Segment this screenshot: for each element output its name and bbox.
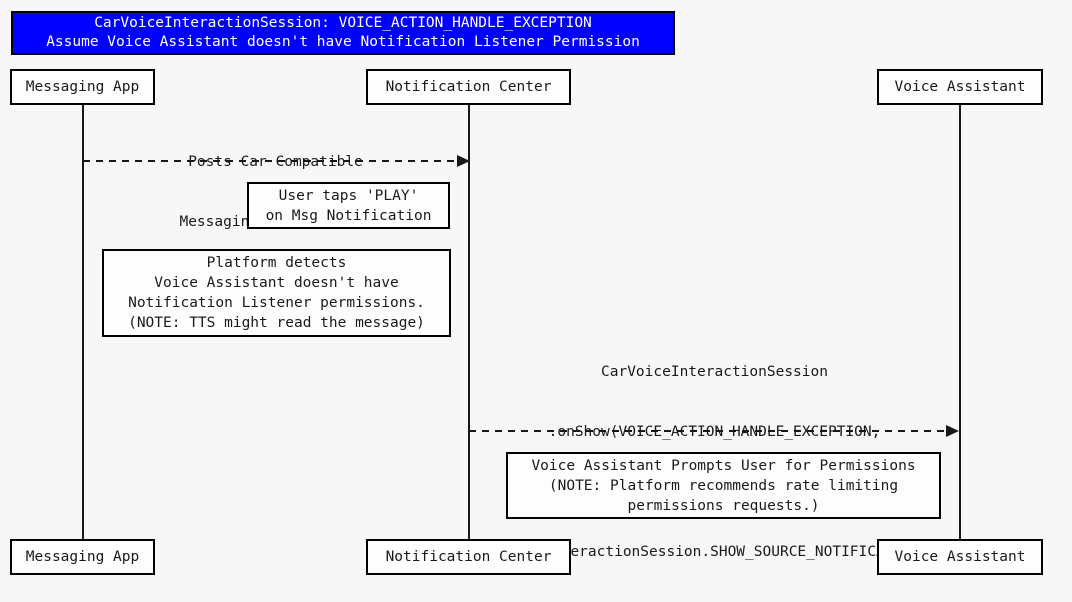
participant-label-voice-assistant: Voice Assistant	[894, 79, 1026, 95]
participant-footer-box-voice-assistant[interactable]: Voice Assistant	[877, 539, 1043, 575]
participant-label-notification-center: Notification Center	[385, 79, 552, 95]
participant-box-messaging-app[interactable]: Messaging App	[10, 69, 155, 105]
note-va-prompts-line-1: Voice Assistant Prompts User for Permiss…	[531, 457, 916, 474]
participant-footer-box-notification-center[interactable]: Notification Center	[366, 539, 571, 575]
participant-footer-label-messaging-app: Messaging App	[25, 549, 140, 565]
message-arrow-on-show-call	[469, 425, 959, 437]
participant-box-notification-center[interactable]: Notification Center	[366, 69, 571, 105]
lifeline-messaging-app	[82, 104, 84, 539]
message-label-on-show-line-2: .onShow(VOICE_ACTION_HANDLE_EXCEPTION,	[548, 424, 881, 440]
note-platform-detects-line-3: Notification Listener permissions.	[128, 295, 425, 311]
note-va-prompts-line-2: (NOTE: Platform recommends rate limiting	[548, 477, 899, 494]
message-label-on-show-line-1: CarVoiceInteractionSession	[601, 364, 828, 380]
participant-footer-label-voice-assistant: Voice Assistant	[894, 549, 1026, 565]
note-user-taps-play-line-2: on Msg Notification	[265, 207, 432, 224]
note-va-prompts-line-3: permissions requests.)	[627, 497, 820, 514]
participant-label-messaging-app: Messaging App	[25, 79, 140, 95]
message-label-on-show-line-4: VoiceInteractionSession.SHOW_SOURCE_NOTI…	[500, 544, 929, 560]
diagram-title-line-2: Assume Voice Assistant doesn't have Noti…	[46, 34, 640, 50]
participant-footer-label-notification-center: Notification Center	[385, 549, 552, 565]
note-user-taps-play: User taps 'PLAY' on Msg Notification	[247, 182, 450, 229]
lifeline-voice-assistant	[959, 104, 961, 539]
note-platform-detects-permissions: Platform detects Voice Assistant doesn't…	[102, 249, 451, 337]
note-platform-detects-line-1: Platform detects	[206, 255, 347, 271]
note-voice-assistant-prompts-user: Voice Assistant Prompts User for Permiss…	[506, 452, 941, 519]
participant-footer-box-messaging-app[interactable]: Messaging App	[10, 539, 155, 575]
note-platform-detects-line-2: Voice Assistant doesn't have	[154, 275, 399, 291]
note-user-taps-play-line-1: User taps 'PLAY'	[278, 187, 419, 204]
message-arrow-posts-car-compatible-notification	[83, 155, 470, 167]
diagram-title-line-1: CarVoiceInteractionSession: VOICE_ACTION…	[94, 15, 592, 31]
participant-box-voice-assistant[interactable]: Voice Assistant	[877, 69, 1043, 105]
lifeline-notification-center	[468, 104, 470, 539]
note-platform-detects-line-4: (NOTE: TTS might read the message)	[128, 315, 425, 331]
diagram-title-banner: CarVoiceInteractionSession: VOICE_ACTION…	[11, 11, 675, 55]
